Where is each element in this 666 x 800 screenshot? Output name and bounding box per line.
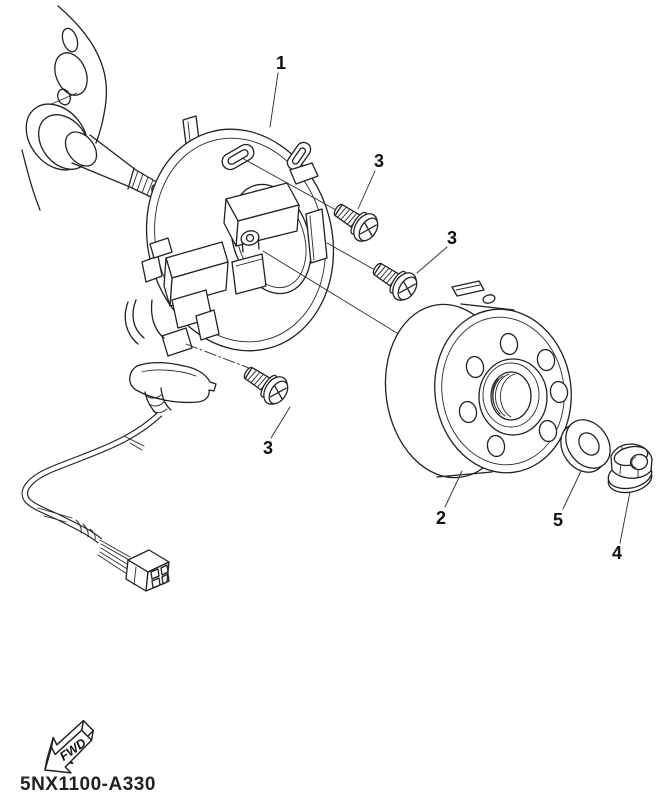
phillips-cross-icon (398, 281, 416, 296)
callout-label-3-upper: 3 (374, 151, 384, 171)
crankshaft-drawing (25, 103, 165, 200)
harness-break-mark-upper (123, 435, 145, 451)
nut-drawing (607, 443, 653, 494)
stator-center-boss (240, 230, 260, 253)
harness-leads (97, 539, 132, 575)
harness-break-mark-lower (37, 507, 73, 523)
callout-label-1: 1 (276, 53, 286, 73)
stator-pickup-coil (305, 208, 328, 264)
stator-wire-lever (129, 361, 217, 404)
rotor-drawing (384, 280, 572, 479)
alignment-lines (185, 157, 411, 371)
callout-label-3-middle: 3 (447, 228, 457, 248)
bolt-middle-drawing (372, 262, 418, 301)
rotor-hub (478, 358, 548, 436)
nut-bore-threads (631, 456, 637, 469)
stator-coil-left (141, 237, 229, 307)
rotor-key-slot (451, 280, 485, 297)
bolt-lower-drawing (243, 366, 289, 405)
bolt-upper-drawing (333, 203, 379, 242)
part-number-text: 5NX1100-A330 (20, 774, 156, 795)
stator-assembly-drawing (124, 115, 335, 417)
fwd-arrow-icon: FWD (44, 719, 94, 774)
stator-slot-right (286, 141, 312, 171)
rotor-holes (458, 332, 569, 458)
wire-harness-drawing (21, 411, 170, 592)
callout-label-3-lower: 3 (263, 438, 273, 458)
stator-slot-left (221, 143, 255, 171)
callout-label-2: 2 (436, 508, 446, 528)
stator-wire-clamp (124, 289, 220, 357)
callout-label-5: 5 (553, 510, 563, 530)
washer-drawing (560, 419, 611, 473)
phillips-cross-icon (269, 385, 287, 400)
connector-drawing (125, 549, 170, 592)
engine-case-drawing (21, 5, 108, 211)
connector-pin-holes (150, 564, 170, 589)
callout-label-4: 4 (612, 543, 622, 563)
rotor-bore-threads (492, 373, 516, 418)
leader-lines (269, 72, 631, 544)
phillips-cross-icon (359, 222, 377, 237)
